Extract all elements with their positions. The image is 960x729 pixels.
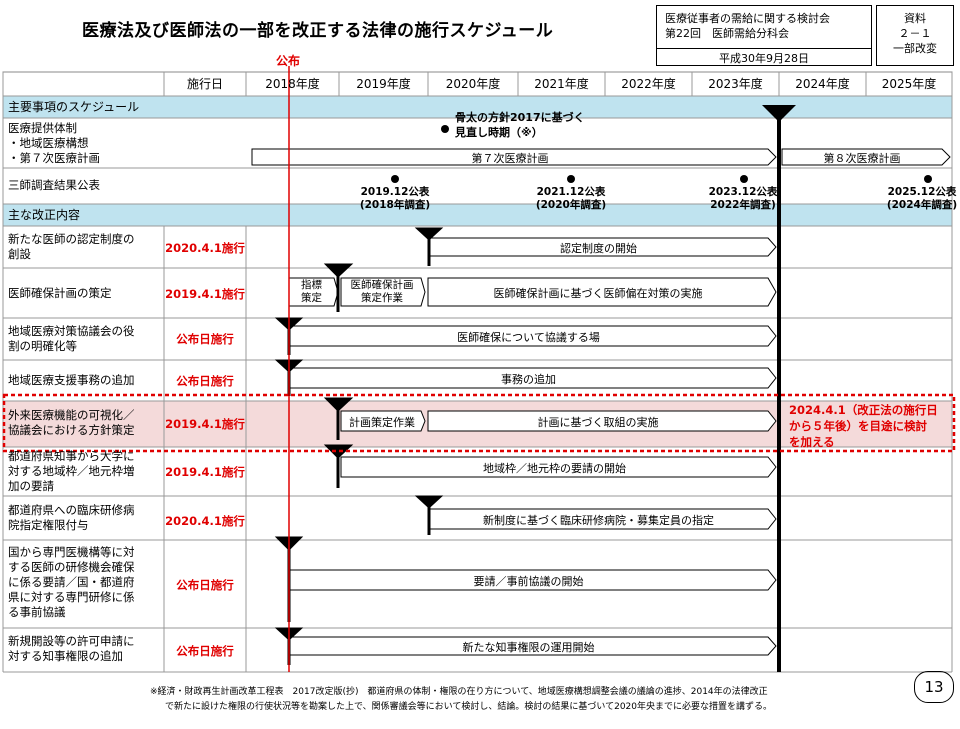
footnote-line1: ※経済・財政再生計画改革工程表 2017改定版(抄) 都道府県の体制・権限の在り… — [150, 687, 768, 697]
meeting-session: 第22回 医師需給分科会 — [665, 27, 789, 40]
doc-ref-line2: ２－１ — [898, 27, 932, 40]
plan7-bar-label: 第７次医療計画 — [471, 152, 549, 165]
bar-doctor-plan: 医師確保計画に基づく医師偏在対策の実施 — [493, 287, 703, 300]
plan8-bar-label: 第８次医療計画 — [823, 152, 901, 165]
header-year-2019: 2019年度 — [356, 77, 411, 91]
section-schedule: 主要事項のスケジュール — [8, 100, 140, 114]
doc-ref-line1: 資料 — [904, 12, 926, 25]
survey-pub-2021: 2021.12公表 (2020年調査) — [535, 186, 607, 211]
effective-date-governor-authority: 公布日施行 — [176, 644, 234, 658]
meeting-date: 平成30年9月28日 — [657, 48, 871, 65]
effective-date-regional-quota: 2019.4.1施行 — [165, 465, 245, 479]
review-note: 2024.4.1（改正法の施行日 から５年後）を目途に検討 を加える — [789, 403, 938, 449]
survey-pub-2025: 2025.12公表 (2024年調査) — [886, 186, 958, 211]
row-label-support-affairs: 地域医療支援事務の追加 — [8, 373, 135, 387]
header-effective-date: 施行日 — [186, 77, 223, 91]
survey-pub-2019: 2019.12公表 (2018年調査) — [359, 186, 431, 211]
header-year-2025: 2025年度 — [881, 77, 937, 91]
effective-date-specialist-training: 公布日施行 — [176, 578, 234, 592]
promulgation-label: 公布 — [276, 54, 301, 68]
row-label-doctor-plan: 医師確保計画の策定 — [8, 286, 112, 300]
bar-specialist-training: 要請／事前協議の開始 — [473, 575, 584, 588]
header-year-2018: 2018年度 — [265, 77, 320, 91]
bar-indicator-setting: 指標 策定 — [301, 279, 322, 304]
effective-date-clinical-training: 2020.4.1施行 — [165, 514, 245, 528]
plan-row-label: 医療提供体制 ・地域医療構想 ・第７次医療計画 — [8, 121, 100, 165]
effective-date-certification: 2020.4.1施行 — [165, 241, 245, 255]
page-number: 13 — [914, 671, 954, 703]
row-label-certification: 新たな医師の認定制度の 創設 — [8, 232, 135, 261]
survey-pub-2023: 2023.12公表 2022年調査) — [708, 186, 778, 211]
honebuto-note: 骨太の方針2017に基づく 見直し時期（※） — [455, 111, 585, 139]
header-year-2021: 2021年度 — [534, 77, 589, 91]
bar-support-affairs: 事務の追加 — [501, 373, 556, 386]
bar-plan-drafting: 医師確保計画 策定作業 — [350, 279, 414, 304]
effective-date-support-affairs: 公布日施行 — [176, 374, 234, 388]
bar-clinical-training: 新制度に基づく臨床研修病院・募集定員の指定 — [483, 514, 714, 527]
row-label-regional-quota: 都道府県知事から大学に 対する地域枠／地元枠増 加の要請 — [8, 449, 135, 493]
survey-row-label: 三師調査結果公表 — [8, 178, 100, 192]
row-label-clinical-training: 都道府県への臨床研修病 院指定権限付与 — [8, 503, 135, 532]
header-year-2023: 2023年度 — [708, 77, 763, 91]
bar-outpatient: 計画に基づく取組の実施 — [537, 416, 659, 429]
page-title: 医療法及び医師法の一部を改正する法律の施行スケジュール — [82, 21, 554, 41]
row-label-specialist-training: 国から専門医機構等に対 する医師の研修機会確保 に係る要請／国・都道府 県に対す… — [8, 545, 135, 619]
row-label-outpatient: 外来医療機能の可視化／ 協議会における方針策定 — [8, 408, 135, 437]
effective-date-regional-council: 公布日施行 — [176, 332, 234, 346]
bar-regional-quota: 地域枠／地元枠の要請の開始 — [483, 462, 626, 475]
document-reference-box: 資料 ２－１ 一部改変 — [876, 5, 954, 66]
header-year-2024: 2024年度 — [795, 77, 850, 91]
header-year-2022: 2022年度 — [621, 77, 676, 91]
meeting-committee: 医療従事者の需給に関する検討会 — [665, 12, 830, 25]
header-year-2020: 2020年度 — [445, 77, 501, 91]
row-label-regional-council: 地域医療対策協議会の役 割の明確化等 — [8, 324, 135, 353]
bar-certification: 認定制度の開始 — [560, 242, 637, 255]
section-revisions: 主な改正内容 — [8, 208, 81, 222]
bar-plan-drafting-work: 計画策定作業 — [349, 416, 415, 429]
footnote-line2: で新たに設けた権限の行使状況等を勘案した上で、関係審議会等において検討し、結論。… — [165, 702, 773, 712]
effective-date-doctor-plan: 2019.4.1施行 — [165, 287, 245, 301]
bar-regional-council: 医師確保について協議する場 — [457, 331, 600, 344]
bar-governor-authority: 新たな知事権限の運用開始 — [462, 641, 595, 654]
doc-ref-line3: 一部改変 — [893, 42, 937, 55]
row-label-governor-authority: 新規開設等の許可申請に 対する知事権限の追加 — [8, 634, 135, 663]
effective-date-outpatient: 2019.4.1施行 — [165, 417, 245, 431]
meeting-info-box: 医療従事者の需給に関する検討会 第22回 医師需給分科会 平成30年9月28日 — [656, 5, 872, 66]
